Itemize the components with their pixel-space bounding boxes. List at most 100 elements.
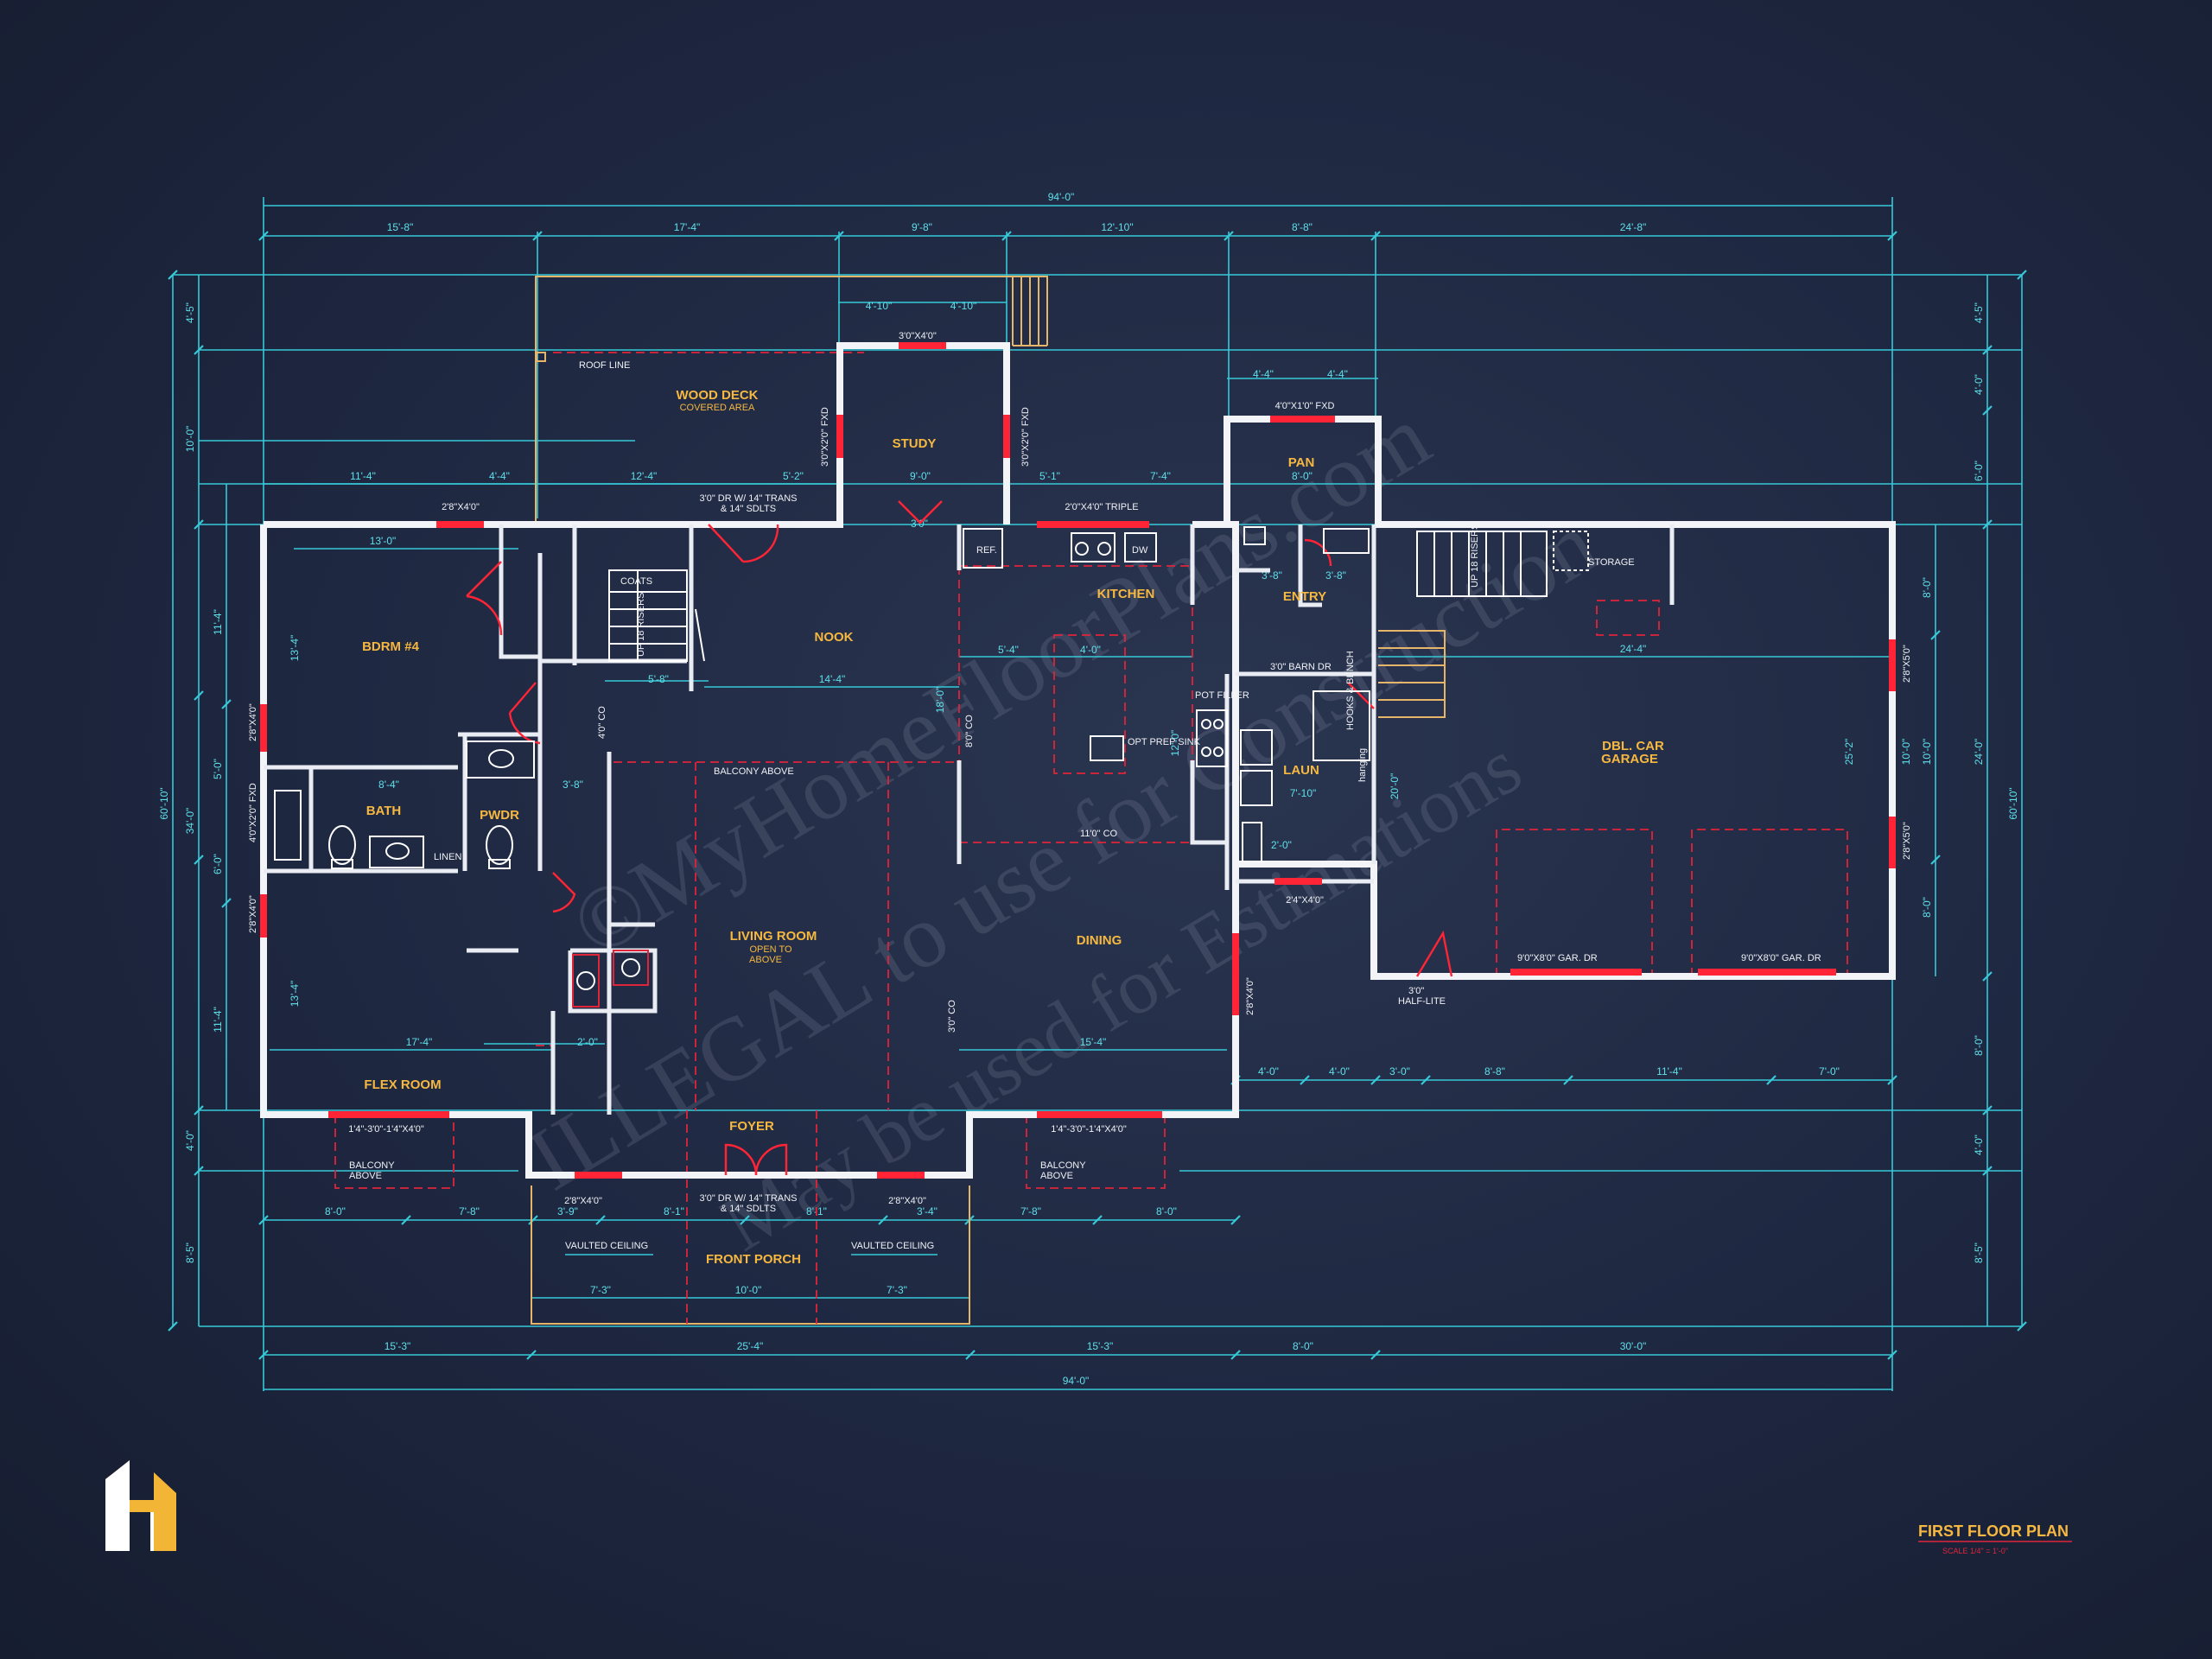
dim-garage-1: 4'-0"	[1258, 1065, 1279, 1077]
dim-lower-2: 7'-8"	[459, 1205, 480, 1217]
label-side-fxd: 4'0"X2'0" FXD	[248, 783, 258, 842]
label-barn-dr: 3'0" BARN DR	[1270, 662, 1332, 672]
dim-misc-3: 12'-4"	[631, 470, 658, 482]
dim-misc-15: 17'-4"	[406, 1036, 433, 1048]
room-living-sub-2: ABOVE	[749, 955, 782, 965]
label-hooks-bench: HOOKS & BENCH	[1345, 651, 1356, 730]
dim-misc-18: 3'-8"	[563, 779, 583, 791]
dim-misc-8: 13'-0"	[370, 535, 397, 547]
room-entry: ENTRY	[1283, 589, 1326, 604]
room-nook: NOOK	[815, 630, 854, 645]
dim-misc-35: 13'-4"	[289, 635, 301, 662]
room-dining: DINING	[1077, 933, 1122, 948]
dim-misc-21: 4'-10"	[866, 300, 893, 312]
dim-misc-33: 18'-0"	[934, 687, 946, 714]
dim-top-2: 17'-4"	[674, 221, 701, 233]
dim-right-total: 60'-10"	[2007, 787, 2019, 819]
dim-bottom-3: 15'-3"	[1087, 1340, 1114, 1352]
dimension-lines: 94'-0" 15'-8" 17'-4" 9'-8" 12'-10" 8'-8"…	[158, 191, 2027, 1391]
dim-right-mid: 24'-0"	[1973, 739, 1985, 766]
dim-misc-25: 8'-0"	[1292, 470, 1313, 482]
dim-left-3: 11'-4"	[212, 609, 224, 635]
label-front-win-r: 2'8"X4'0"	[888, 1196, 926, 1206]
room-living: LIVING ROOM	[730, 929, 817, 944]
label-front-win-l: 2'8"X4'0"	[564, 1196, 602, 1206]
dim-left-total: 60'-10"	[158, 787, 170, 819]
dim-misc-29: 2'-0"	[1271, 839, 1292, 851]
dim-right-5: 10'-0"	[1921, 739, 1933, 766]
door-swings	[466, 500, 1453, 1176]
label-up-stairs-2: UP 18 RISERS	[1470, 524, 1480, 588]
dim-garage-2: 4'-0"	[1329, 1065, 1350, 1077]
dim-misc-32: 10'-0"	[1900, 739, 1912, 766]
room-flex: FLEX ROOM	[364, 1077, 441, 1092]
dim-misc-36: 13'-4"	[289, 981, 301, 1007]
fixtures	[274, 526, 1589, 1007]
room-bdrm4: BDRM #4	[362, 639, 420, 654]
dim-lower-7: 7'-8"	[1020, 1205, 1041, 1217]
dim-bottom-5: 30'-0"	[1620, 1340, 1647, 1352]
dim-lower-8: 8'-0"	[1156, 1205, 1177, 1217]
walls	[260, 342, 1896, 1179]
dim-misc-6: 5'-1"	[1039, 470, 1060, 482]
dim-left-2: 10'-0"	[184, 426, 196, 453]
dim-misc-34: 12'-0"	[1169, 730, 1181, 757]
dim-overall-bottom: 94'-0"	[1063, 1375, 1090, 1387]
dim-misc-22: 4'-10"	[950, 300, 977, 312]
dim-right-1: 4'-5"	[1973, 302, 1985, 323]
label-gar-dr-1: 9'0"X8'0" GAR. DR	[1517, 953, 1598, 963]
dim-top-3: 9'-8"	[912, 221, 932, 233]
dim-misc-16: 8'-4"	[378, 779, 399, 791]
dim-misc-24: 4'-4"	[1327, 368, 1348, 380]
dim-misc-1: 11'-4"	[350, 470, 376, 482]
plan-title: FIRST FLOOR PLAN	[1918, 1522, 2069, 1540]
dim-lower-4: 8'-1"	[664, 1205, 684, 1217]
room-pan: PAN	[1288, 455, 1315, 470]
room-porch: FRONT PORCH	[706, 1252, 801, 1267]
label-balcony-right: BALCONY	[1040, 1160, 1086, 1171]
label-gar-dr-2: 9'0"X8'0" GAR. DR	[1741, 953, 1821, 963]
label-ref: REF.	[976, 545, 997, 556]
room-living-sub-1: OPEN TO	[749, 944, 792, 955]
dim-misc-27: 3'-8"	[1325, 569, 1346, 582]
dim-right-4: 8'-0"	[1921, 577, 1933, 598]
dim-left-mid: 34'-0"	[184, 808, 196, 835]
dim-top-4: 12'-10"	[1101, 221, 1133, 233]
dim-misc-2: 4'-4"	[489, 470, 510, 482]
dim-misc-30: 25'-2"	[1843, 739, 1855, 766]
dim-right-7: 8'-0"	[1973, 1035, 1985, 1056]
label-garage-win-2: 2'8"X5'0"	[1902, 822, 1912, 860]
title-block: FIRST FLOOR PLAN SCALE 1/4" = 1'-0"	[1918, 1522, 2072, 1555]
dim-right-6: 8'-0"	[1921, 897, 1933, 918]
dim-garage-3: 3'-0"	[1389, 1065, 1410, 1077]
dim-lower-1: 8'-0"	[325, 1205, 346, 1217]
dim-top-1: 15'-8"	[387, 221, 414, 233]
dim-misc-37: 3'0"	[911, 518, 928, 530]
dim-left-6: 11'-4"	[212, 1007, 224, 1033]
dim-misc-19: 2'-0"	[577, 1036, 598, 1048]
label-hanging: hanging	[1357, 748, 1368, 782]
label-co-4: 4'0" CO	[597, 706, 607, 739]
dim-misc-7: 7'-4"	[1150, 470, 1171, 482]
label-pot-filler: POT FILLER	[1195, 690, 1249, 701]
room-wood-deck-sub: COVERED AREA	[680, 403, 755, 413]
dim-garage-4: 8'-8"	[1484, 1065, 1505, 1077]
room-garage-2: GARAGE	[1601, 752, 1658, 766]
dim-top-5: 8'-8"	[1292, 221, 1313, 233]
label-deck-dr-2: & 14" SDLTS	[721, 504, 776, 514]
label-front-dr-2: & 14" SDLTS	[721, 1204, 776, 1214]
room-wood-deck: WOOD DECK	[677, 388, 759, 403]
label-flex-win: 1'4"-3'0"-1'4"X4'0"	[348, 1124, 424, 1135]
room-laun: LAUN	[1283, 763, 1319, 778]
dim-misc-12: 24'-4"	[1620, 643, 1647, 655]
plan-scale: SCALE 1/4" = 1'-0"	[1942, 1547, 2008, 1555]
label-co-11: 11'0" CO	[1080, 829, 1118, 839]
label-pan-win: 4'0"X1'0" FXD	[1275, 401, 1335, 411]
label-vaulted-left: VAULTED CEILING	[565, 1241, 648, 1251]
label-garage-win-1: 2'8"X5'0"	[1902, 645, 1912, 683]
dim-lower-6: 3'-4"	[917, 1205, 938, 1217]
room-garage-1: DBL. CAR	[1602, 739, 1664, 753]
dim-left-4: 5'-0"	[212, 759, 224, 779]
dim-top-6: 24'-8"	[1620, 221, 1647, 233]
